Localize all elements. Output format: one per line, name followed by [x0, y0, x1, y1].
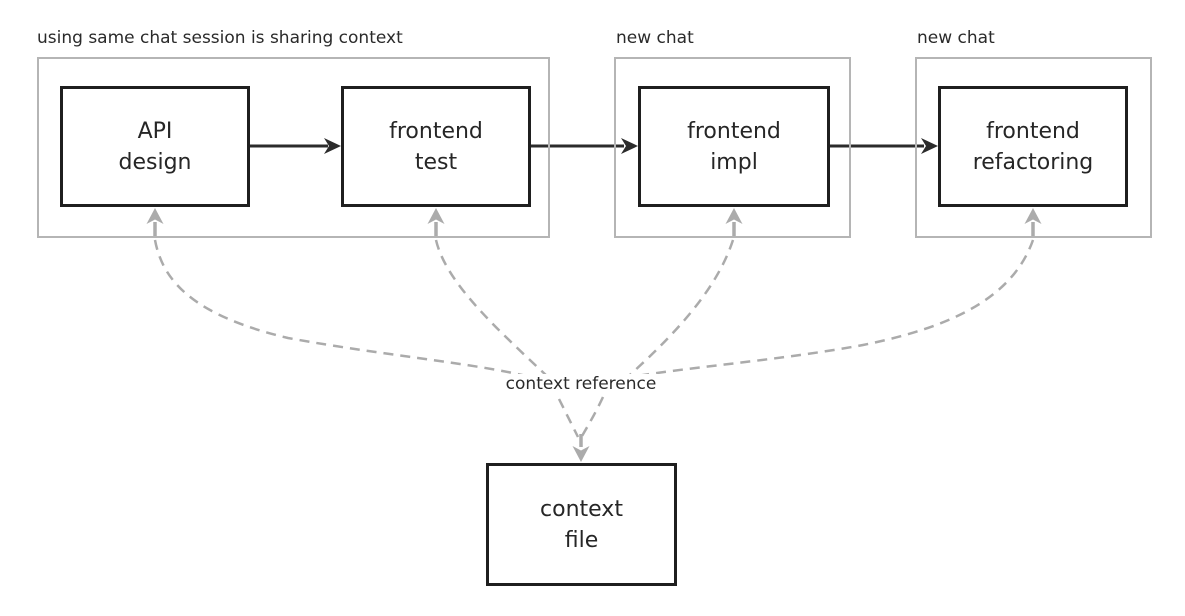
arrowhead-down-icon [572, 446, 590, 462]
arrowhead-right-icon [324, 138, 341, 154]
edge-label-context-reference: context reference [503, 374, 659, 394]
node-label-line: test [414, 149, 458, 175]
context-curve-frontend-impl [621, 239, 735, 383]
context-arrow-into-frontend-refactoring [1024, 208, 1042, 238]
group-new-chat-2 [915, 57, 1152, 238]
arrowhead-up-icon [1024, 208, 1042, 224]
node-label-line: design [118, 149, 192, 175]
node-label-line: frontend [687, 118, 781, 144]
arrowhead-right-icon [921, 138, 938, 154]
context-arrow-into-context-file [572, 434, 590, 462]
flow-arrow-impl-to-refactoring [830, 138, 938, 154]
arrowhead-right-icon [621, 138, 638, 154]
node-label-line: frontend [986, 118, 1080, 144]
arrowhead-up-icon [427, 208, 445, 224]
node-api-design: API design [60, 86, 250, 207]
context-arrow-into-frontend-test [427, 208, 445, 238]
context-curve-merge-left [557, 398, 580, 438]
node-label-line: impl [710, 149, 758, 175]
node-label-line: context [540, 496, 623, 522]
node-frontend-refactoring: frontend refactoring [938, 86, 1128, 207]
arrowhead-up-icon [146, 208, 164, 224]
context-curve-frontend-test [434, 239, 549, 378]
context-curve-merge-right [580, 396, 605, 437]
node-context-file: context file [486, 463, 677, 586]
context-curve-frontend-refactoring [619, 239, 1035, 381]
flow-arrow-api-to-test [250, 138, 341, 154]
group-label-new-chat-1: new chat [616, 28, 694, 48]
group-new-chat-1 [614, 57, 851, 238]
context-arrow-into-api-design [146, 208, 164, 238]
group-shared-chat-session [37, 57, 550, 238]
context-curve-api-design [153, 239, 547, 383]
group-label-shared-chat-session: using same chat session is sharing conte… [37, 28, 403, 48]
node-label-line: file [564, 527, 599, 553]
node-label-line: frontend [389, 118, 483, 144]
flow-arrow-test-to-impl [531, 138, 638, 154]
arrowhead-up-icon [725, 208, 743, 224]
node-frontend-impl: frontend impl [638, 86, 830, 207]
node-label-line: API [137, 118, 173, 144]
node-label-line: refactoring [972, 149, 1094, 175]
node-frontend-test: frontend test [341, 86, 531, 207]
group-label-new-chat-2: new chat [917, 28, 995, 48]
context-arrow-into-frontend-impl [725, 208, 743, 238]
